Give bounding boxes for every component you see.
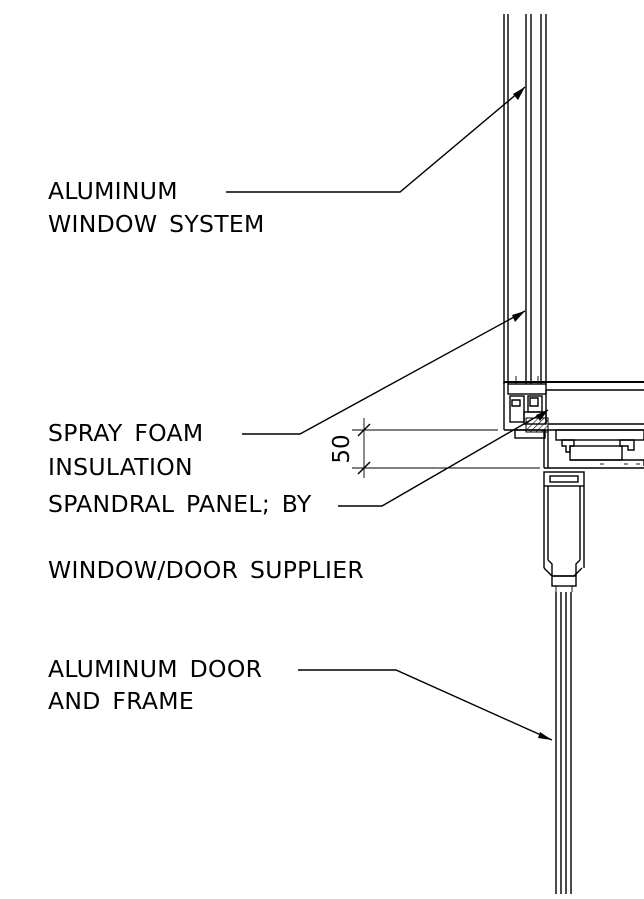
label-door-line2: AND FRAME bbox=[48, 687, 194, 715]
dimension-50: 50 bbox=[329, 418, 540, 478]
window-frame-profile bbox=[503, 376, 644, 439]
label-door-line1: ALUMINUM DOOR bbox=[48, 655, 262, 683]
spandrel-panel-profile bbox=[543, 429, 644, 469]
label-spandrel-line2: WINDOW/DOOR SUPPLIER bbox=[48, 556, 364, 584]
label-foam-line1: SPRAY FOAM bbox=[48, 419, 204, 447]
label-spandrel-line1: SPANDRAL PANEL; BY bbox=[48, 490, 312, 518]
label-window-line1: ALUMINUM bbox=[48, 177, 178, 205]
spray-foam-hatch bbox=[525, 417, 549, 433]
label-foam-line2: INSULATION bbox=[48, 453, 193, 481]
leader-arrowheads bbox=[512, 87, 552, 740]
window-glazing bbox=[503, 14, 547, 384]
dimension-text: 50 bbox=[329, 434, 355, 463]
door-glazing bbox=[555, 592, 572, 894]
label-window-line2: WINDOW SYSTEM bbox=[48, 210, 265, 238]
door-frame-profile bbox=[543, 471, 585, 592]
leader-lines bbox=[226, 86, 553, 741]
